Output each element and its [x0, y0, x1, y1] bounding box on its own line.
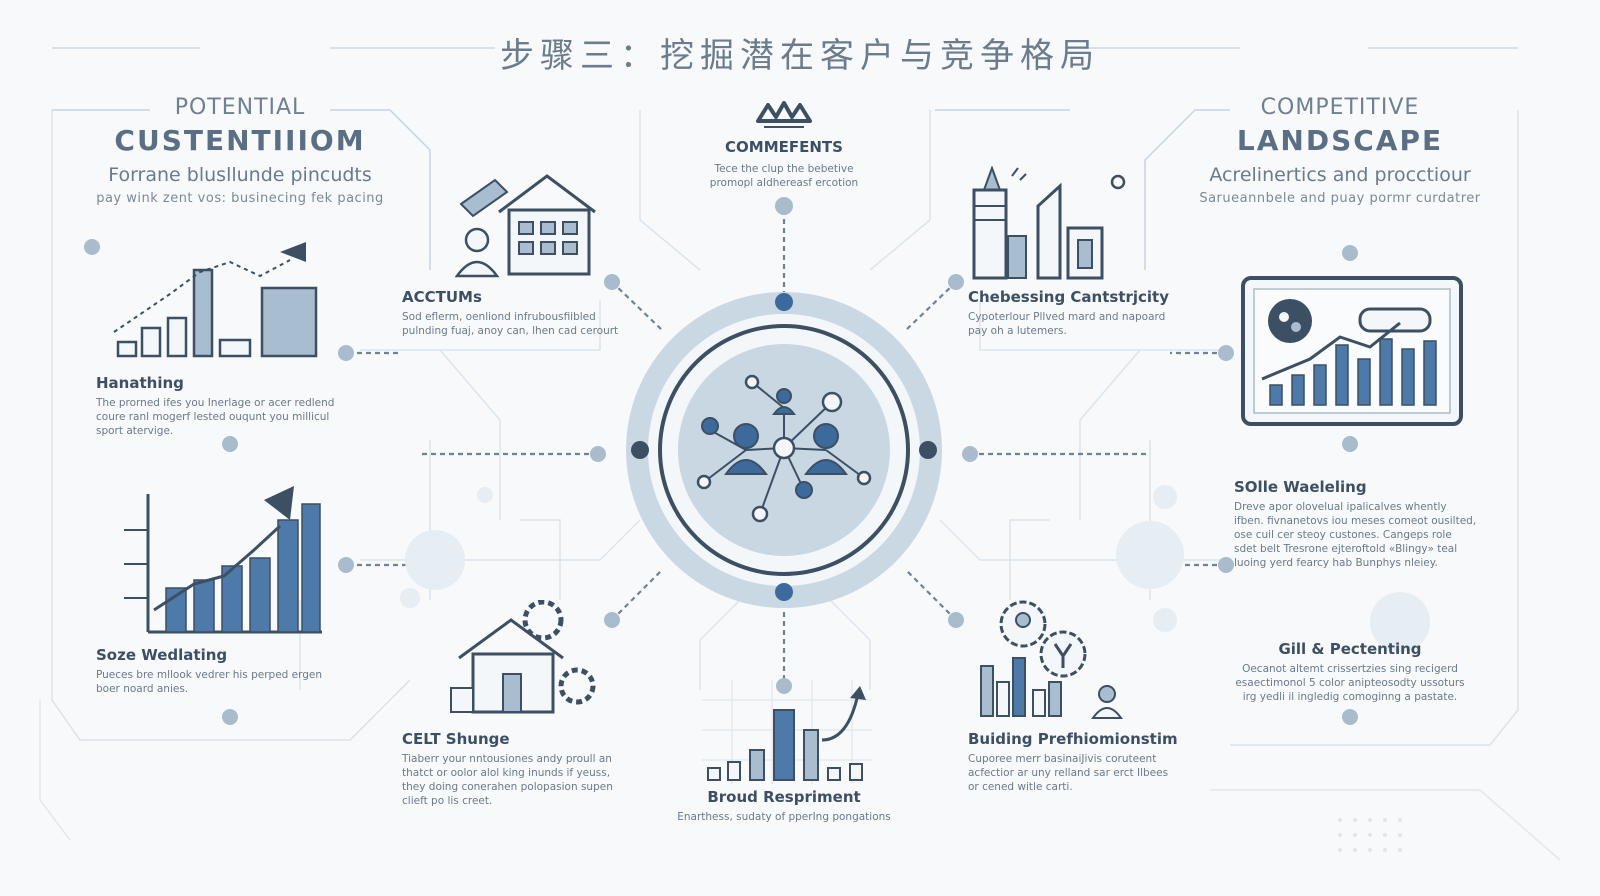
item-buiding-title: Buiding Prefhiomionstim — [968, 730, 1178, 748]
right-panel-kicker: COMPETITIVE — [1260, 95, 1420, 120]
item-acctums-description: Sod eflerm, oenliond infrubousfiibled pu… — [402, 311, 619, 337]
item-chebessing-title: Chebessing Cantstrjcity — [968, 288, 1170, 306]
item-solle-title: SOlle Waeleling — [1234, 478, 1367, 496]
item-hanathing-title: Hanathing — [96, 374, 184, 392]
right-panel-heading: LANDSCAPE — [1236, 124, 1444, 157]
dashboard-monitor-icon — [1241, 276, 1463, 426]
item-acctums-title: ACCTUMs — [402, 288, 482, 306]
left-panel-kicker: POTENTIAL — [174, 95, 306, 120]
item-celt-description: Tiaberr your nntousiones andy proull an … — [402, 753, 613, 807]
item-celt-title: CELT Shunge — [402, 730, 510, 748]
left-panel-subtitle-secondary: pay wink zent vos: businecing fek pacing — [96, 191, 384, 206]
office-building-icon — [455, 174, 596, 278]
team-analytics-icon — [980, 600, 1123, 719]
item-chebessing-description: Cypoterlour Pllved mard and napoard pay … — [968, 311, 1166, 337]
central-hub — [626, 292, 942, 608]
right-panel-subtitle-secondary: Sarueannbele and puay pormr curdatrer — [1199, 191, 1481, 206]
house-gears-icon — [450, 600, 596, 714]
rising-trend-chart-icon — [124, 486, 322, 634]
top-center-description: Tece the clup the bebetive promopl aIdhe… — [709, 163, 859, 189]
page-title: 步骤三：挖掘潜在客户与竞争格局 — [500, 36, 1100, 76]
item-soze-description: Pueces bre mllook vedrer his perped erge… — [96, 669, 323, 695]
item-gill-title: Gill & Pectenting — [1278, 640, 1422, 658]
item-solle-description: Dreve apor olovelual ipalicalves whently… — [1234, 501, 1477, 569]
item-broud-title: Broud Respriment — [707, 788, 861, 806]
left-panel-subtitle: Forrane blusllunde pincudts — [108, 164, 372, 186]
item-gill-description: Oecanot altemt crissertzies sing reciger… — [1235, 663, 1465, 703]
city-skyline-icon — [972, 166, 1126, 280]
item-soze-title: Soze Wedlating — [96, 646, 228, 664]
item-buiding-description: Cuporee merr basinaiJivis coruteent acfe… — [968, 753, 1169, 793]
bar-chart-arrow-icon — [702, 680, 872, 784]
left-panel-heading: CUSTENTIIIOM — [114, 124, 366, 157]
right-panel-subtitle: Acrelinertics and procctiour — [1209, 164, 1471, 186]
growth-bar-chart-icon — [113, 242, 318, 358]
logo-mark-icon — [756, 101, 812, 128]
item-hanathing-description: The prorned ifes you Inerlage or acer re… — [96, 397, 335, 437]
item-broud-description: Enarthess, sudaty of pperIng pongations — [677, 811, 891, 823]
top-center-title: COMMEFENTS — [725, 138, 843, 156]
